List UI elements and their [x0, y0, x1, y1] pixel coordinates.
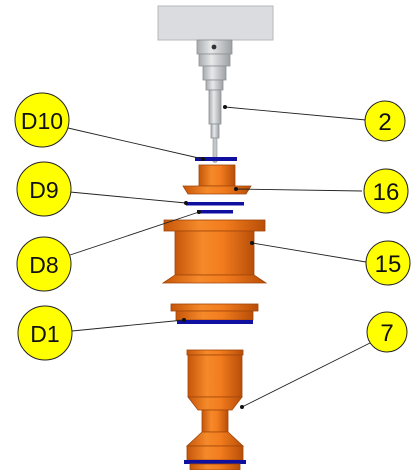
leader-2: [224, 106, 367, 121]
part-16: [182, 164, 252, 195]
leader-7: [241, 340, 375, 408]
callout-d8-label: D8: [29, 252, 58, 278]
callout-16: 16: [363, 168, 409, 214]
part-15: [161, 219, 268, 284]
leader-d1: [71, 319, 185, 332]
callout-d1: D1: [17, 305, 73, 361]
callout-15: 15: [365, 240, 411, 286]
probe-part-2: [208, 89, 222, 163]
callout-7-label: 7: [380, 320, 393, 347]
seal-d9: [186, 202, 244, 206]
part-7: [184, 349, 246, 470]
part-d1: [170, 303, 259, 324]
leader-16: [235, 188, 363, 192]
leader-lines: [67, 106, 375, 408]
callout-d10-label: D10: [21, 108, 63, 134]
callout-d9: D9: [16, 161, 72, 217]
seal-d8: [197, 210, 233, 214]
callout-16-label: 16: [373, 179, 400, 206]
leader-d8: [69, 211, 200, 256]
callout-7: 7: [366, 311, 408, 353]
spindle-holder: [157, 5, 274, 91]
callout-d8: D8: [16, 236, 72, 292]
callout-2-label: 2: [378, 109, 391, 136]
callout-15-label: 15: [375, 251, 402, 278]
callout-d9-label: D9: [29, 177, 58, 203]
leader-15: [251, 242, 367, 263]
callout-d1-label: D1: [30, 321, 59, 347]
leader-d10: [67, 127, 204, 160]
callout-d10: D10: [14, 92, 70, 148]
seal-d10: [195, 157, 237, 161]
callout-2: 2: [364, 100, 406, 142]
leader-d9: [69, 191, 187, 204]
leader-dots: [182, 105, 254, 409]
